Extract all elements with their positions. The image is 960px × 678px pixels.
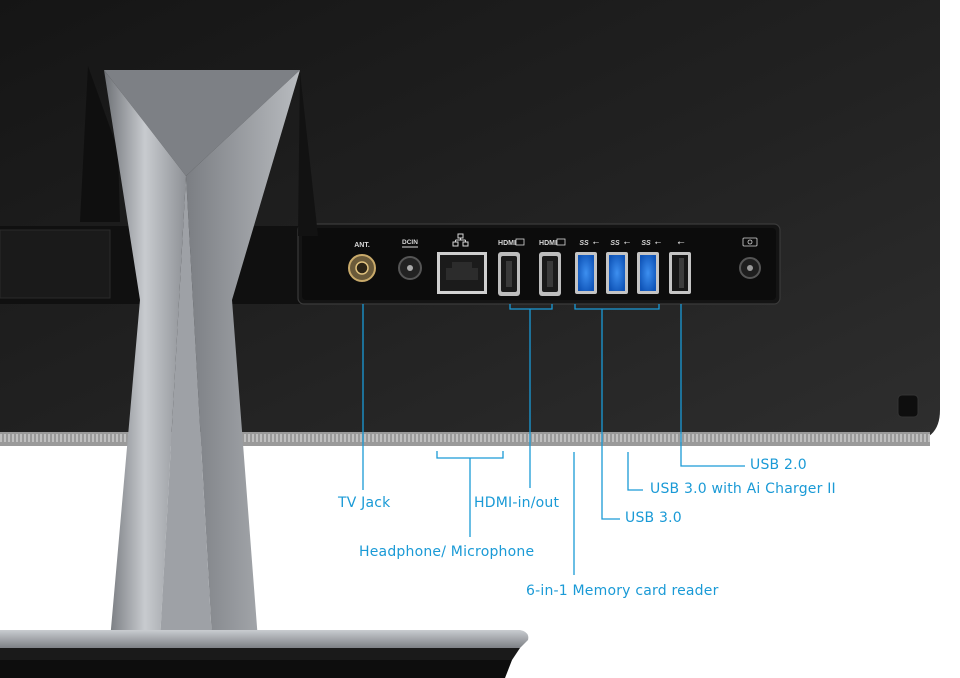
hdmi-1-label: HDMI [498, 240, 516, 247]
usb-icon: ⭠ [624, 238, 631, 247]
usb3-port-1[interactable]: SS ⭠ [575, 238, 600, 294]
tv-jack-callout: TV Jack [338, 495, 391, 511]
usb3-callout: USB 3.0 [625, 510, 682, 526]
usb3-charger-port[interactable]: SS ⭠ [637, 238, 662, 294]
usb-icon: ⭠ [655, 238, 662, 247]
hdmi-icon [556, 238, 566, 246]
network-icon [452, 233, 469, 247]
usb3-3-label: SS [641, 240, 651, 247]
usb-icon: ⭠ [593, 238, 600, 247]
usb2-callout: USB 2.0 [750, 457, 807, 473]
usb2-port[interactable]: ⭠ [669, 238, 691, 294]
usb-icon: ⭠ [677, 238, 684, 248]
usb3-port-2[interactable]: SS ⭠ [606, 238, 631, 294]
hdmi-port-1[interactable]: HDMI [498, 238, 525, 296]
security-lock-port[interactable] [739, 237, 761, 279]
lan-port[interactable] [437, 233, 487, 294]
ant-label: ANT. [354, 242, 370, 249]
headphone-mic-callout: Headphone/ Microphone [359, 544, 535, 560]
usb3-2-label: SS [610, 240, 620, 247]
hdmi-icon [515, 238, 525, 246]
monitor-stand [0, 66, 529, 678]
usb3-1-label: SS [579, 240, 589, 247]
dcin-label: DCIN [402, 239, 418, 246]
card-reader-callout: 6-in-1 Memory card reader [526, 583, 719, 599]
hdmi-2-label: HDMI [539, 240, 557, 247]
usb3-charger-callout: USB 3.0 with Ai Charger II [650, 481, 836, 497]
callout-lines [362, 304, 745, 575]
hdmi-port-2[interactable]: HDMI [539, 238, 566, 296]
camera-icon [742, 237, 758, 247]
hdmi-callout: HDMI-in/out [474, 495, 560, 511]
tv-antenna-port[interactable]: ANT. [348, 242, 376, 282]
dc-in-port[interactable]: DCIN [398, 239, 422, 280]
